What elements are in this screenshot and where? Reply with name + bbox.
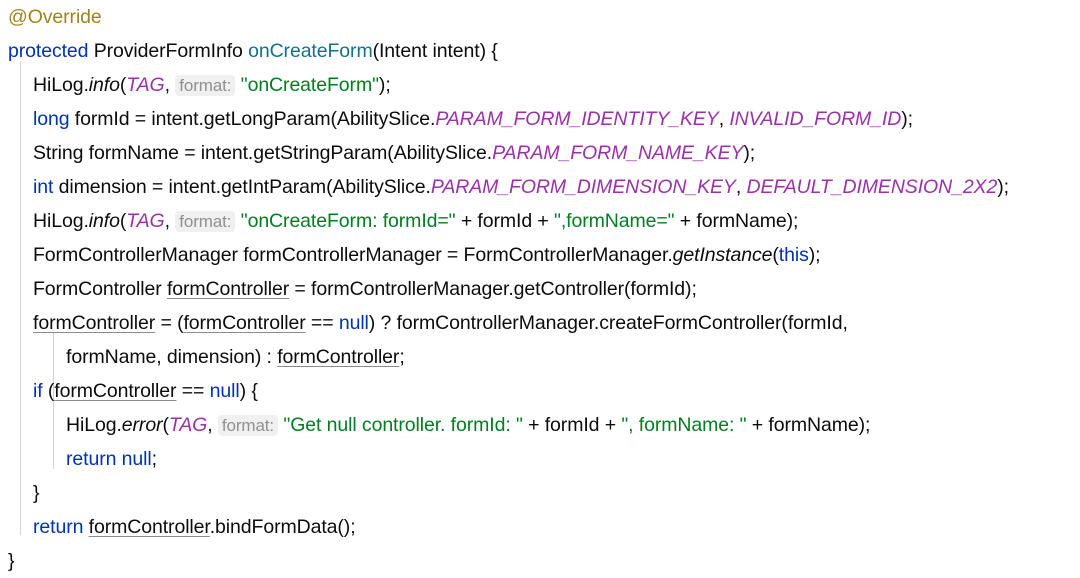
identifier-token: ( <box>162 414 169 436</box>
parameter-inlay-hint: format: <box>217 415 279 436</box>
code-line[interactable]: protected ProviderFormInfo onCreateForm(… <box>0 34 1080 68</box>
code-line[interactable]: HiLog.info(TAG, format: "onCreateForm"); <box>0 68 1080 102</box>
code-line[interactable]: @Override <box>0 0 1080 34</box>
identifier-token: (Intent intent) { <box>372 40 498 62</box>
identifier-token: .bindFormData(); <box>209 516 356 538</box>
static-method-token: error <box>121 414 163 436</box>
static-constant-token: TAG <box>168 414 208 436</box>
identifier-token: ( <box>119 74 127 96</box>
code-line[interactable]: formName, dimension) : formController; <box>0 340 1080 374</box>
identifier-token: ); <box>378 74 391 96</box>
static-constant-token: DEFAULT_DIMENSION_2X2 <box>746 176 998 198</box>
identifier-token: + formId + <box>455 210 555 232</box>
static-method-token: getInstance <box>672 244 773 266</box>
indent-guide-level-1 <box>20 61 21 535</box>
string-literal-token: "onCreateForm" <box>240 74 379 96</box>
identifier-token: HiLog. <box>33 74 89 96</box>
static-constant-token: PARAM_FORM_DIMENSION_KEY <box>430 176 736 198</box>
highlighted-identifier-token: formController <box>166 278 290 300</box>
identifier-token: ; <box>399 346 405 368</box>
static-constant-token: PARAM_FORM_IDENTITY_KEY <box>435 108 719 130</box>
identifier-token: ProviderFormInfo <box>88 40 249 62</box>
identifier-token: , <box>718 108 730 130</box>
keyword-token: if <box>33 380 43 402</box>
static-method-token: info <box>88 74 120 96</box>
identifier-token: formName, dimension) : <box>66 346 278 368</box>
string-literal-token: "Get null controller. formId: " <box>283 414 523 436</box>
code-line[interactable]: HiLog.error(TAG, format: "Get null contr… <box>0 408 1080 442</box>
string-literal-token: "onCreateForm: formId=" <box>240 210 456 232</box>
annotation-token: @Override <box>8 6 102 28</box>
keyword-token: null <box>338 312 369 334</box>
identifier-token: + formName); <box>746 414 871 436</box>
identifier-token: ); <box>997 176 1009 198</box>
keyword-token: return <box>33 516 84 538</box>
static-constant-token: INVALID_FORM_ID <box>729 108 902 130</box>
identifier-token: ) { <box>239 380 258 402</box>
code-line[interactable]: int dimension = intent.getIntParam(Abili… <box>0 170 1080 204</box>
code-line[interactable]: if (formController == null) { <box>0 374 1080 408</box>
identifier-token: = ( <box>155 312 184 334</box>
identifier-token: FormControllerManager formControllerMana… <box>33 244 673 266</box>
highlighted-identifier-token: formController <box>183 312 306 334</box>
static-constant-token: PARAM_FORM_NAME_KEY <box>492 142 744 164</box>
identifier-token: ( <box>772 244 779 266</box>
identifier-token: ; <box>151 448 157 470</box>
keyword-token: int <box>33 176 54 198</box>
identifier-token: HiLog. <box>66 414 122 436</box>
identifier-token: } <box>8 550 15 572</box>
method-name-token: onCreateForm <box>248 40 373 62</box>
identifier-token: ) ? formControllerManager.createFormCont… <box>368 312 848 334</box>
code-line[interactable]: return formController.bindFormData(); <box>0 510 1080 544</box>
keyword-token: protected <box>8 40 89 62</box>
string-literal-token: ", formName: " <box>621 414 747 436</box>
code-line[interactable]: HiLog.info(TAG, format: "onCreateForm: f… <box>0 204 1080 238</box>
identifier-token: HiLog. <box>33 210 89 232</box>
highlighted-identifier-token: formController <box>88 516 210 538</box>
identifier-token: FormController <box>33 278 167 300</box>
identifier-token: == <box>176 380 210 402</box>
identifier-token: String formName = intent.getStringParam(… <box>33 142 493 164</box>
identifier-token: , <box>164 74 176 96</box>
identifier-token: , <box>164 210 176 232</box>
code-line[interactable]: String formName = intent.getStringParam(… <box>0 136 1080 170</box>
identifier-token: == <box>305 312 339 334</box>
code-line[interactable]: FormControllerManager formControllerMana… <box>0 238 1080 272</box>
identifier-token: } <box>33 482 40 504</box>
static-constant-token: TAG <box>126 210 165 232</box>
highlighted-identifier-token: formController <box>54 380 177 402</box>
string-literal-token: ",formName=" <box>554 210 675 232</box>
identifier-token: ( <box>119 210 127 232</box>
code-line[interactable]: return null; <box>0 442 1080 476</box>
identifier-token: , <box>735 176 747 198</box>
identifier-token: = formControllerManager.getController(fo… <box>289 278 697 300</box>
identifier-token: dimension = intent.getIntParam(AbilitySl… <box>53 176 431 198</box>
identifier-token: ); <box>901 108 913 130</box>
code-line[interactable]: } <box>0 476 1080 510</box>
identifier-token: ); <box>743 142 756 164</box>
code-line[interactable]: formController = (formController == null… <box>0 306 1080 340</box>
highlighted-identifier-token: formController <box>33 312 156 334</box>
keyword-token: long <box>33 108 70 130</box>
static-constant-token: TAG <box>126 74 165 96</box>
keyword-token: null <box>209 380 240 402</box>
code-line[interactable]: } <box>0 544 1080 578</box>
identifier-token: formId = intent.getLongParam(AbilitySlic… <box>69 108 436 130</box>
identifier-token: + formName); <box>674 210 799 232</box>
keyword-token: this <box>778 244 809 266</box>
keyword-token: return null <box>66 448 152 470</box>
identifier-token: ( <box>42 380 55 402</box>
code-line[interactable]: long formId = intent.getLongParam(Abilit… <box>0 102 1080 136</box>
identifier-token: , <box>207 414 218 436</box>
identifier-token: ); <box>808 244 821 266</box>
parameter-inlay-hint: format: <box>175 75 236 96</box>
code-line[interactable]: FormController formController = formCont… <box>0 272 1080 306</box>
identifier-token: + formId + <box>522 414 622 436</box>
highlighted-identifier-token: formController <box>277 346 400 368</box>
parameter-inlay-hint: format: <box>175 211 236 232</box>
indent-guide-level-2 <box>53 333 54 469</box>
static-method-token: info <box>88 210 120 232</box>
